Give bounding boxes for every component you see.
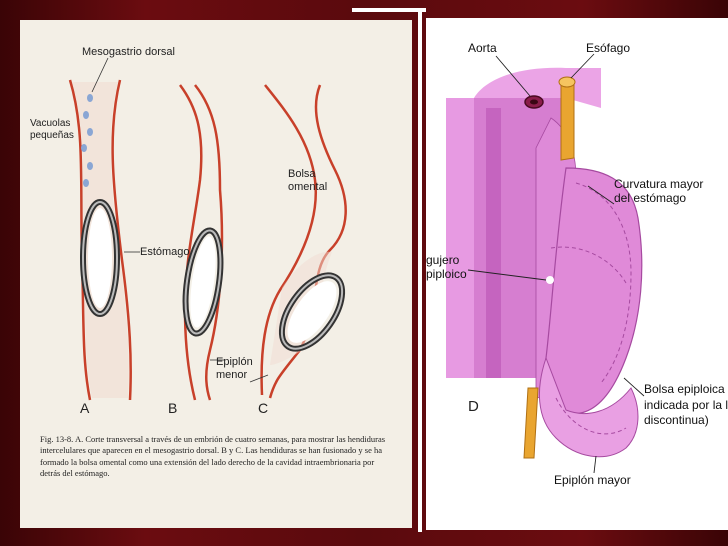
- letter-b: B: [168, 400, 178, 416]
- stomach-3d-diagram: [446, 53, 645, 474]
- label-mesogastrio: Mesogastrio dorsal: [82, 46, 175, 58]
- cross-section-diagram: [68, 57, 347, 401]
- divider-vertical: [418, 12, 422, 532]
- letter-a: A: [80, 400, 90, 416]
- label-curvatura-mayor: Curvatura mayor del estómago: [614, 177, 704, 205]
- label-estomago: Estómago: [140, 246, 190, 258]
- section-b: [178, 84, 224, 401]
- figure-panel-left: Mesogastrio dorsal Vacuolas pequeñas Est…: [20, 20, 412, 528]
- label-aorta: Aorta: [468, 41, 497, 55]
- label-bolsa-omental: Bolsa omental: [288, 168, 328, 193]
- figure-panel-right: Aorta Esófago Curvatura mayor del estóma…: [426, 18, 728, 530]
- divider-top: [352, 8, 426, 12]
- label-epiplon-mayor: Epiplón mayor: [554, 473, 631, 487]
- letter-c: C: [258, 400, 269, 416]
- figure-caption: Fig. 13-8. A. Corte transversal a través…: [40, 434, 386, 479]
- label-agujero-epiploico: gujero piploico: [426, 253, 467, 281]
- label-epiplon-menor: Epiplón menor: [216, 356, 253, 381]
- section-a: [68, 79, 132, 401]
- section-c: [260, 84, 347, 399]
- label-vacuolas: Vacuolas pequeñas: [30, 118, 74, 141]
- label-bolsa-epiploica: Bolsa epiploica ( indicada por la lí dis…: [644, 382, 728, 428]
- label-esofago: Esófago: [586, 41, 631, 55]
- letter-d: D: [468, 398, 479, 415]
